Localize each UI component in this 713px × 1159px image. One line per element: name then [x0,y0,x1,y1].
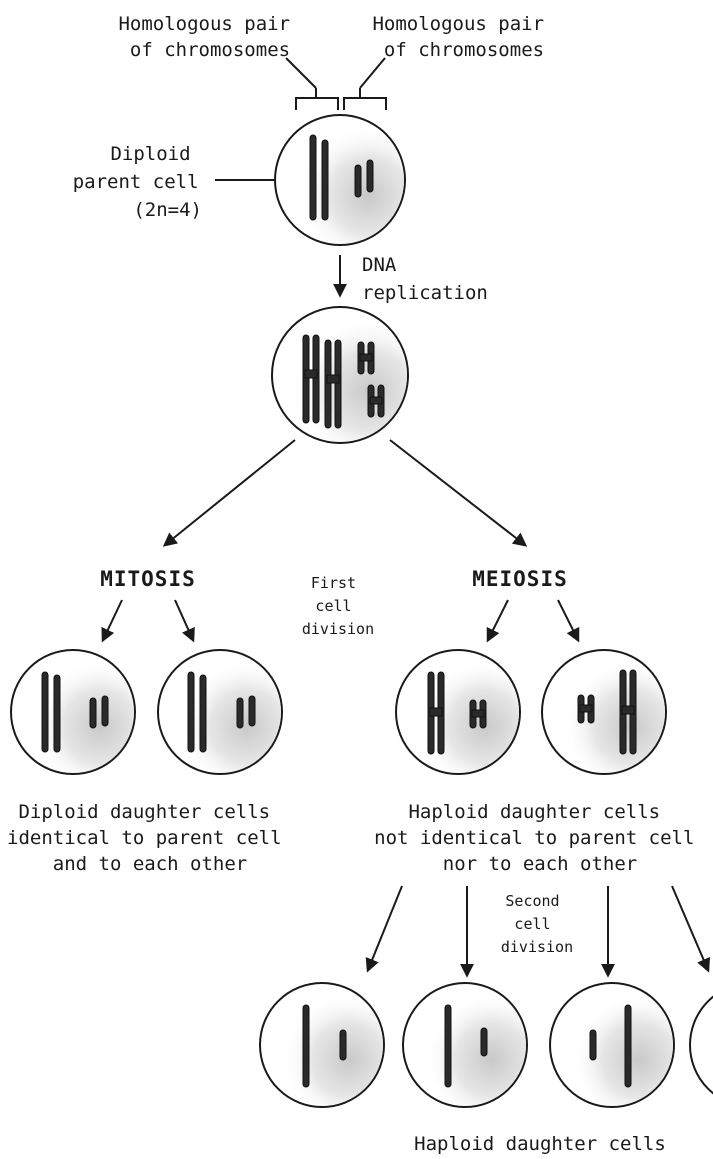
homologous-left-leader [286,58,316,88]
meiosis-arrow-right [558,600,578,640]
homologous-right-leader [360,58,385,88]
homologous-right-bracket [344,88,386,110]
parent-cell [275,115,405,245]
second-division-arrow-1 [368,886,402,970]
homologous-pair-right-label: Homologous pair of chromosomes [372,13,555,61]
meiosis-arrow-left [488,600,508,640]
meiosis-branch-arrow [390,440,525,545]
haploid-daughters-final-caption: Haploid daughter cells [414,1133,666,1155]
second-division-arrow-4 [672,886,708,970]
dna-replication-label: DNA replication [362,254,488,304]
haploid-daughters-caption: Haploid daughter cells not identical to … [374,801,706,875]
meiosis-daughter-cell-2 [542,650,666,774]
meiosis-ii-daughter-cell-1 [260,983,384,1107]
diploid-parent-label: Diploid parent cell (2n=4) [73,143,210,221]
mitosis-heading: MITOSIS [100,567,196,591]
mitosis-daughter-cell-1 [11,650,135,774]
meiosis-ii-daughter-cell-3 [550,983,674,1107]
meiosis-ii-daughter-cell-4 [690,983,713,1107]
mitosis-daughter-cell-2 [158,650,282,774]
mitosis-arrow-right [175,600,193,640]
meiosis-ii-daughter-cell-2 [403,983,527,1107]
meiosis-heading: MEIOSIS [472,567,568,591]
meiosis-daughter-cell-1 [396,650,520,774]
first-division-label: First cell division [302,574,374,638]
replicated-cell [272,307,408,443]
second-division-label: Second cell division [501,892,573,956]
mitosis-arrow-left [103,600,122,640]
mitosis-branch-arrow [165,440,295,545]
homologous-left-bracket [296,88,338,110]
homologous-pair-left-label: Homologous pair of chromosomes [118,13,301,61]
diploid-daughters-caption: Diploid daughter cells identical to pare… [7,801,293,875]
